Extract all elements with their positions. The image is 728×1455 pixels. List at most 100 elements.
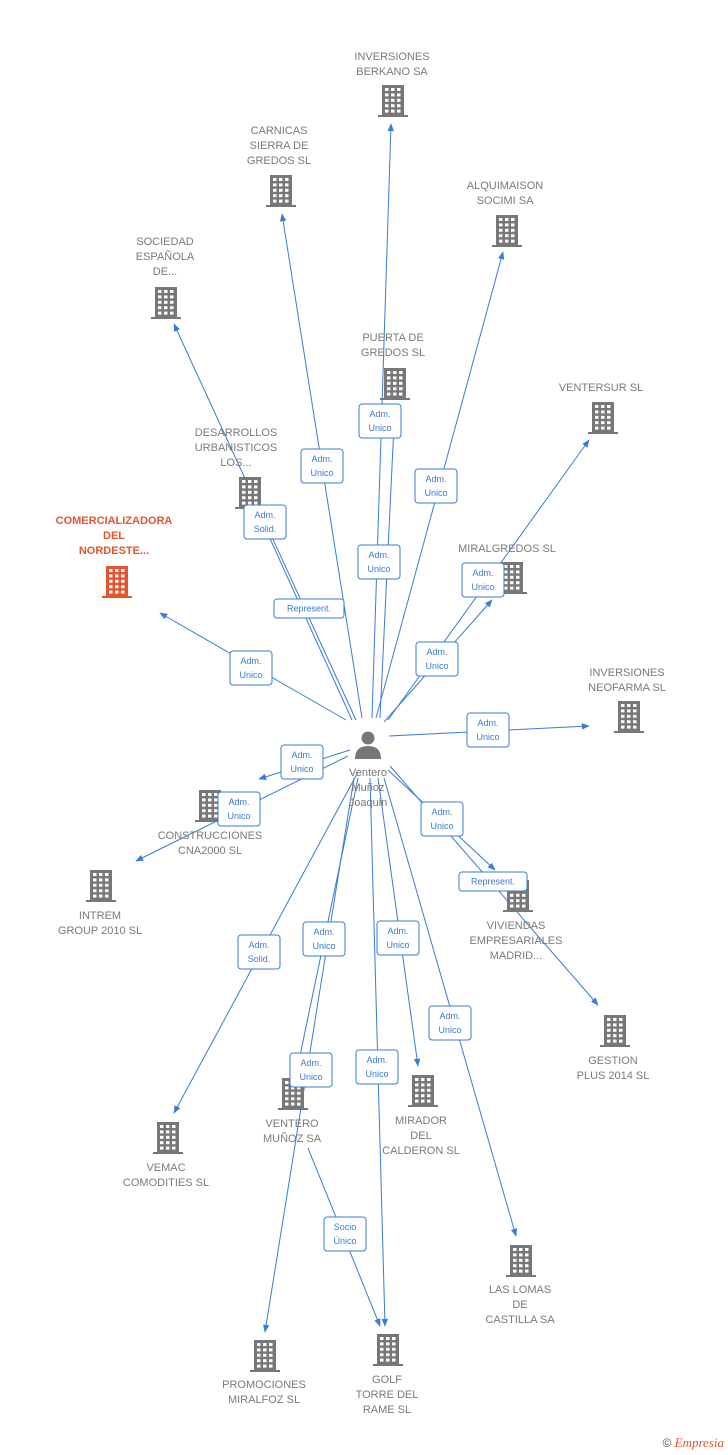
node-label-line: CNA2000 SL bbox=[178, 845, 242, 857]
edge-label-text: Unico bbox=[312, 941, 335, 951]
edge-label-golf-torre[interactable]: Adm.Unico bbox=[355, 1049, 399, 1085]
edge-label-sociedad-espanola[interactable]: Adm.Solid. bbox=[243, 504, 287, 540]
building-icon bbox=[506, 1245, 536, 1277]
node-label-line: INVERSIONES bbox=[589, 667, 664, 679]
node-label-line: LOS... bbox=[220, 457, 251, 469]
edge-label-box bbox=[300, 448, 344, 484]
edge-label-intrem-group[interactable]: Adm.Unico bbox=[217, 791, 261, 827]
edge-label-box bbox=[461, 562, 505, 598]
node-label-line: VENTERO bbox=[265, 1118, 319, 1130]
node-label-line: MUÑOZ SA bbox=[263, 1132, 322, 1145]
company-label: DESARROLLOSURBANISTICOSLOS... bbox=[195, 427, 278, 469]
company-node-miralgredos[interactable]: MIRALGREDOS SL bbox=[458, 543, 556, 594]
building-icon bbox=[600, 1015, 630, 1047]
node-label-line: INVERSIONES bbox=[354, 51, 429, 63]
node-label-line: GESTION bbox=[588, 1055, 638, 1067]
company-node-comercializadora[interactable]: COMERCIALIZADORADELNORDESTE... bbox=[56, 515, 173, 598]
edge-label-text: Represent. bbox=[287, 604, 331, 614]
company-label: VENTERO MUÑOZ SA bbox=[263, 1118, 322, 1145]
edge-label-box bbox=[229, 650, 273, 686]
edge-label-box bbox=[289, 1052, 333, 1088]
node-label-line: ESPAÑOLA bbox=[136, 250, 195, 263]
node-label-line: GROUP 2010 SL bbox=[58, 925, 142, 937]
edge-label-inversiones-neofarma[interactable]: Adm.Unico bbox=[466, 712, 510, 748]
edge-label-ventero-munoz-sa[interactable]: Adm.Unico bbox=[302, 921, 346, 957]
edge-label-mirador-calderon[interactable]: Adm.Unico bbox=[376, 920, 420, 956]
edge-label-miralgredos[interactable]: Adm. Unico bbox=[415, 641, 459, 677]
edge-label-alquimaison[interactable]: Adm.Unico bbox=[414, 468, 458, 504]
edge-label-box bbox=[302, 921, 346, 957]
company-node-desarrollos-urbanisticos[interactable]: DESARROLLOSURBANISTICOSLOS... bbox=[195, 427, 278, 509]
edge-label-text: Adm. bbox=[366, 1055, 387, 1065]
node-label-line: SIERRA DE bbox=[250, 140, 309, 152]
edge-label-box bbox=[466, 712, 510, 748]
company-node-viviendas-empresariales[interactable]: VIVIENDASEMPRESARIALESMADRID... bbox=[470, 880, 563, 962]
edge-label-las-lomas[interactable]: Adm.Unico bbox=[428, 1005, 472, 1041]
edge-label-text: Adm. bbox=[240, 656, 261, 666]
company-node-sociedad-espanola[interactable]: SOCIEDADESPAÑOLADE... bbox=[136, 236, 195, 319]
edge-label-carnicas-sierra[interactable]: Adm.Unico bbox=[300, 448, 344, 484]
edge-label-text: Unico bbox=[299, 1072, 322, 1082]
building-icon bbox=[102, 566, 132, 598]
node-label-line: Joaquin bbox=[349, 797, 388, 809]
company-node-ventersur[interactable]: VENTERSUR SL bbox=[559, 382, 643, 434]
edge-label-comercializadora[interactable]: Adm.Unico bbox=[229, 650, 273, 686]
edge-label-construcciones-cna2000[interactable]: Adm.Unico bbox=[280, 744, 324, 780]
node-label-line: RAME SL bbox=[363, 1404, 411, 1416]
edge-label-gestion-plus[interactable]: Represent. bbox=[458, 871, 528, 892]
edges-layer bbox=[135, 123, 599, 1333]
building-icon bbox=[250, 1340, 280, 1372]
edge-label-inversiones-berkano[interactable]: Adm.Unico bbox=[358, 403, 402, 439]
edge-label-vemac-comodities[interactable]: Adm.Solid. bbox=[237, 934, 281, 970]
edge-label-box bbox=[237, 934, 281, 970]
footer-brand[interactable]: © Empresia bbox=[662, 1435, 724, 1451]
edge-label-text: Adm. bbox=[426, 647, 447, 657]
edge-label-box bbox=[217, 791, 261, 827]
node-label-line: DEL bbox=[103, 530, 125, 542]
edge-label-puerta-gredos[interactable]: Adm.Unico bbox=[357, 544, 401, 580]
building-icon bbox=[380, 368, 410, 400]
edge-label-text: Unico bbox=[425, 661, 448, 671]
edge-label-text: Adm. bbox=[300, 1058, 321, 1068]
edge-label-promociones-miralfoz[interactable]: Adm. Unico bbox=[289, 1052, 333, 1088]
node-label-line: COMODITIES SL bbox=[123, 1177, 209, 1189]
edge-label-desarrollos-urbanisticos[interactable]: Represent. bbox=[273, 598, 345, 619]
edge-label-text: Unico bbox=[430, 821, 453, 831]
building-icon bbox=[86, 870, 116, 902]
building-icon bbox=[408, 1075, 438, 1107]
edge-label-text: Unico bbox=[471, 582, 494, 592]
edge-label-box bbox=[415, 641, 459, 677]
edge-label-ventersur[interactable]: Adm.Unico bbox=[461, 562, 505, 598]
edge-label-box bbox=[358, 403, 402, 439]
edge-label-box bbox=[414, 468, 458, 504]
edge-label-text: Unico bbox=[310, 468, 333, 478]
edge-label-viviendas-empresariales[interactable]: Adm.Unico bbox=[420, 801, 464, 837]
building-icon bbox=[492, 215, 522, 247]
node-label-line: LAS LOMAS bbox=[489, 1284, 551, 1296]
building-icon bbox=[266, 175, 296, 207]
company-node-ventero-munoz-sa[interactable]: VENTERO MUÑOZ SA bbox=[263, 1078, 322, 1145]
